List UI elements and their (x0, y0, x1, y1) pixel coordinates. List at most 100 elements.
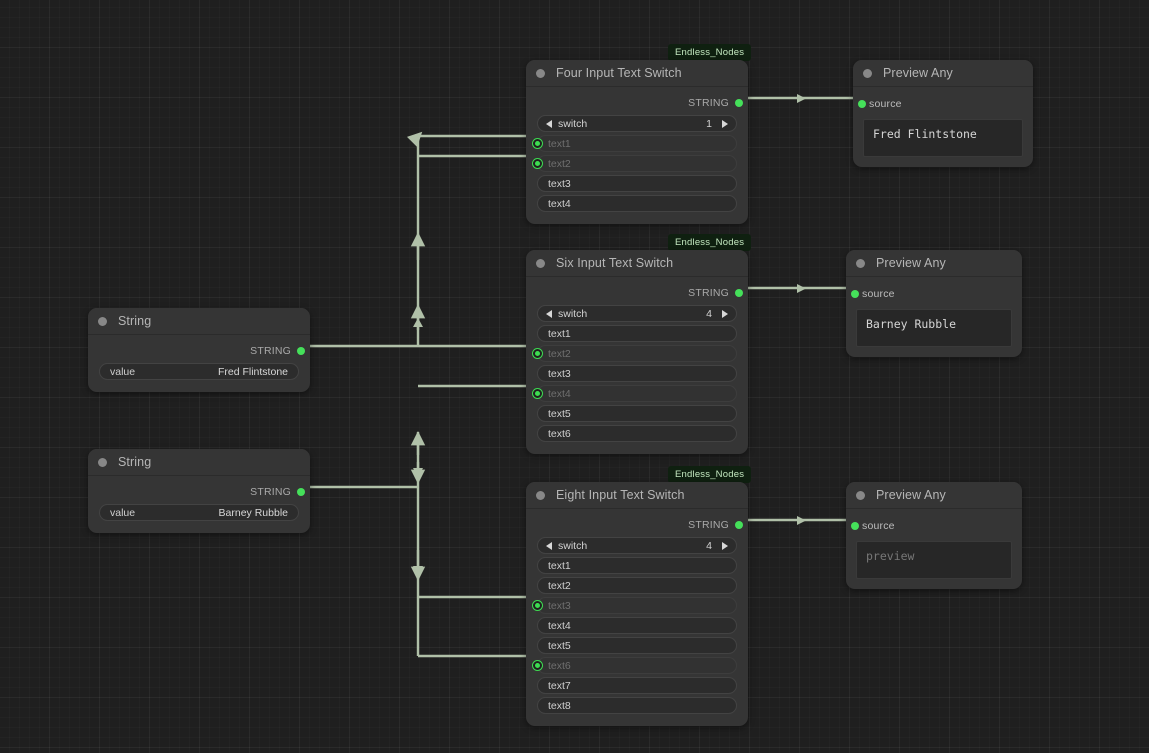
output-slot-string-icon[interactable] (297, 346, 305, 355)
input-text6[interactable]: text6 (533, 657, 737, 674)
node-badge-four: Endless_Nodes (668, 44, 752, 61)
collapse-dot-icon[interactable] (856, 258, 865, 268)
node-string-fred[interactable]: String STRING value Fred Flintstone (88, 308, 310, 392)
collapse-dot-icon[interactable] (98, 457, 107, 467)
node-four-input-text-switch[interactable]: Four Input Text Switch STRING switch 1 t… (526, 60, 748, 224)
wire-arrow-right-2 (797, 284, 806, 293)
output-row-string[interactable]: STRING (88, 482, 310, 501)
input-text3[interactable]: text3 (537, 365, 737, 382)
input-text1[interactable]: text1 (533, 135, 737, 152)
chevron-left-icon[interactable] (546, 309, 552, 318)
widget-switch[interactable]: switch 4 (537, 305, 737, 322)
input-text5[interactable]: text5 (537, 637, 737, 654)
wire-arrow-right-1 (797, 94, 806, 103)
widget-switch[interactable]: switch 1 (537, 115, 737, 132)
input-text4[interactable]: text4 (537, 617, 737, 634)
node-preview-any-top[interactable]: Preview Any source Fred Flintstone (853, 60, 1033, 167)
node-title-bar[interactable]: Six Input Text Switch (526, 250, 748, 277)
input-slot-text1-icon[interactable] (533, 139, 542, 148)
output-row-string[interactable]: STRING (526, 515, 748, 534)
node-title-bar[interactable]: Preview Any (853, 60, 1033, 87)
chevron-left-icon[interactable] (546, 119, 552, 128)
node-six-input-text-switch[interactable]: Six Input Text Switch STRING switch 4 te… (526, 250, 748, 454)
node-body: source Fred Flintstone (853, 87, 1033, 167)
input-label: text2 (548, 347, 571, 360)
input-text2[interactable]: text2 (533, 155, 737, 172)
output-slot-string-icon[interactable] (735, 288, 743, 297)
input-label: text4 (548, 197, 571, 210)
node-title-bar[interactable]: Four Input Text Switch (526, 60, 748, 87)
chevron-left-icon[interactable] (546, 541, 552, 550)
input-text3[interactable]: text3 (533, 597, 737, 614)
widget-label: value (110, 506, 136, 519)
node-title-text: Preview Any (883, 66, 953, 80)
input-label: text5 (548, 639, 571, 652)
input-slot-text6-icon[interactable] (533, 661, 542, 670)
node-title-bar[interactable]: String (88, 308, 310, 335)
wire-arrow-up-head-3 (413, 433, 423, 442)
wire-fred-to-four-text1 (406, 131, 529, 346)
node-eight-input-text-switch[interactable]: Eight Input Text Switch STRING switch 4 … (526, 482, 748, 726)
output-slot-string-icon[interactable] (735, 98, 743, 107)
node-title-text: String (118, 455, 152, 469)
switch-value: 1 (706, 117, 712, 130)
node-title-bar[interactable]: Preview Any (846, 250, 1022, 277)
input-text4[interactable]: text4 (533, 385, 737, 402)
node-title-bar[interactable]: Preview Any (846, 482, 1022, 509)
node-preview-any-middle[interactable]: Preview Any source Barney Rubble (846, 250, 1022, 357)
chevron-right-icon[interactable] (722, 541, 728, 550)
input-text5[interactable]: text5 (537, 405, 737, 422)
collapse-dot-icon[interactable] (856, 490, 865, 500)
output-row-string[interactable]: STRING (526, 93, 748, 112)
input-text1[interactable]: text1 (537, 557, 737, 574)
input-slot-text2-icon[interactable] (533, 349, 542, 358)
input-slot-source-icon[interactable] (851, 289, 859, 298)
output-row-string[interactable]: STRING (526, 283, 748, 302)
widget-value[interactable]: value Fred Flintstone (99, 363, 299, 380)
widget-value[interactable]: value Barney Rubble (99, 504, 299, 521)
node-body: STRING switch 4 text1 text2 text3 tex (526, 277, 748, 454)
input-text1[interactable]: text1 (537, 325, 737, 342)
input-label: text3 (548, 177, 571, 190)
input-slot-text2-icon[interactable] (533, 159, 542, 168)
input-slot-text3-icon[interactable] (533, 601, 542, 610)
collapse-dot-icon[interactable] (536, 490, 545, 500)
switch-label: switch (558, 307, 588, 320)
node-string-barney[interactable]: String STRING value Barney Rubble (88, 449, 310, 533)
input-row-source[interactable]: source (846, 516, 1022, 535)
node-title-bar[interactable]: Eight Input Text Switch (526, 482, 748, 509)
wire-arrow-down-head-1 (413, 468, 423, 477)
node-title-bar[interactable]: String (88, 449, 310, 476)
node-preview-any-bottom[interactable]: Preview Any source preview (846, 482, 1022, 589)
input-label: text2 (548, 579, 571, 592)
input-text2[interactable]: text2 (537, 577, 737, 594)
input-text4[interactable]: text4 (537, 195, 737, 212)
preview-text-box: Barney Rubble (856, 309, 1012, 347)
collapse-dot-icon[interactable] (536, 68, 545, 78)
input-row-source[interactable]: source (846, 284, 1022, 303)
input-text3[interactable]: text3 (537, 175, 737, 192)
node-title-text: Four Input Text Switch (556, 66, 682, 80)
output-label: STRING (688, 286, 729, 299)
chevron-right-icon[interactable] (722, 119, 728, 128)
input-row-source[interactable]: source (853, 94, 1033, 113)
collapse-dot-icon[interactable] (98, 316, 107, 326)
widget-switch[interactable]: switch 4 (537, 537, 737, 554)
chevron-right-icon[interactable] (722, 309, 728, 318)
switch-value: 4 (706, 539, 712, 552)
input-text2[interactable]: text2 (533, 345, 737, 362)
input-slot-text4-icon[interactable] (533, 389, 542, 398)
collapse-dot-icon[interactable] (863, 68, 872, 78)
input-text6[interactable]: text6 (537, 425, 737, 442)
input-text8[interactable]: text8 (537, 697, 737, 714)
output-row-string[interactable]: STRING (88, 341, 310, 360)
collapse-dot-icon[interactable] (536, 258, 545, 268)
input-text7[interactable]: text7 (537, 677, 737, 694)
output-slot-string-icon[interactable] (735, 520, 743, 529)
widget-value-text: Fred Flintstone (217, 365, 288, 378)
input-slot-source-icon[interactable] (851, 521, 859, 530)
output-slot-string-icon[interactable] (297, 487, 305, 496)
node-title-text: Preview Any (876, 256, 946, 270)
input-slot-source-icon[interactable] (858, 99, 866, 108)
